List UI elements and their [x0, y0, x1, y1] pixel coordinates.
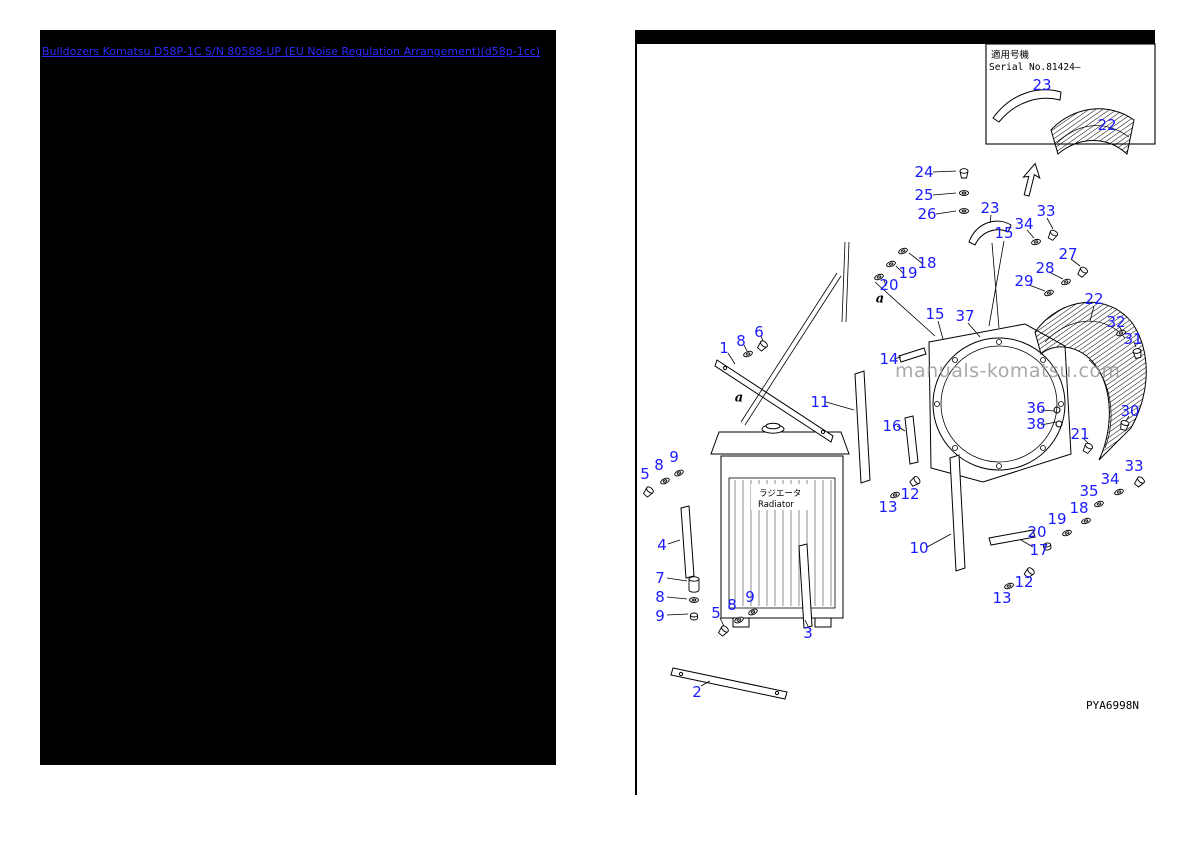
callout-8: 8: [736, 332, 746, 350]
callout-4: 4: [657, 536, 667, 554]
callout-21: 21: [1070, 425, 1089, 443]
callout-9: 9: [745, 588, 755, 606]
mounting-brackets: [670, 220, 1036, 700]
callout-16: 16: [882, 417, 901, 435]
callout-30: 30: [1120, 402, 1139, 420]
callout-22: 22: [1097, 116, 1116, 134]
serial-number: Serial No.81424―: [989, 62, 1081, 73]
callout-34: 34: [1014, 215, 1033, 233]
callout-15: 15: [925, 305, 944, 323]
callout-6: 6: [754, 323, 764, 341]
callout-letter-a: a: [735, 391, 743, 406]
callout-19: 19: [1047, 510, 1066, 528]
callout-13: 13: [878, 498, 897, 516]
callout-29: 29: [1014, 272, 1033, 290]
watermark: manuals-komatsu.com: [895, 360, 1121, 382]
collar: [688, 576, 700, 593]
callout-8: 8: [727, 596, 737, 614]
leader-lines: [666, 170, 1137, 687]
callout-12: 12: [900, 485, 919, 503]
fasteners: [641, 168, 1146, 638]
left-image-panel: Bulldozers Komatsu D58P-1C S/N 80588-UP …: [40, 30, 556, 765]
callout-letter-a: a: [876, 292, 884, 307]
radiator: [710, 422, 850, 628]
callout-19: 19: [898, 264, 917, 282]
callout-20: 20: [879, 276, 898, 294]
callout-20: 20: [1027, 523, 1046, 541]
callout-23: 23: [980, 199, 999, 217]
callout-10: 10: [909, 539, 928, 557]
callout-12: 12: [1014, 573, 1033, 591]
callout-37: 37: [955, 307, 974, 325]
fan-guard-upper: [992, 89, 1135, 155]
callout-33: 33: [1036, 202, 1055, 220]
callout-13: 13: [992, 589, 1011, 607]
callout-36: 36: [1026, 399, 1045, 417]
callout-26: 26: [917, 205, 936, 223]
callout-25: 25: [914, 186, 933, 204]
callout-3: 3: [803, 624, 813, 642]
callout-8: 8: [654, 456, 664, 474]
diagram-top-bar: [637, 30, 1155, 44]
callout-18: 18: [917, 254, 936, 272]
callout-22: 22: [1084, 290, 1103, 308]
parts-diagram: 適用号機 Serial No.81424―: [637, 30, 1156, 712]
callout-24: 24: [914, 163, 933, 181]
callout-18: 18: [1069, 499, 1088, 517]
callout-33: 33: [1124, 457, 1143, 475]
parts-page-link[interactable]: Bulldozers Komatsu D58P-1C S/N 80588-UP …: [42, 45, 541, 58]
callout-14: 14: [879, 350, 898, 368]
fan-guard: [1034, 301, 1147, 461]
callout-1: 1: [719, 339, 729, 357]
callout-28: 28: [1035, 259, 1054, 277]
callout-9: 9: [669, 448, 679, 466]
page-divider-line: [635, 30, 637, 795]
callout-8: 8: [655, 588, 665, 606]
radiator-label-en: Radiator: [758, 500, 794, 510]
parts-diagram-area: 適用号機 Serial No.81424―: [637, 30, 1157, 795]
callout-11: 11: [810, 393, 829, 411]
callout-5: 5: [711, 604, 721, 622]
direction-arrow: [1022, 162, 1041, 197]
callout-5: 5: [640, 465, 650, 483]
callout-35: 35: [1079, 482, 1098, 500]
callout-7: 7: [655, 569, 665, 587]
callout-15: 15: [994, 224, 1013, 242]
serial-box-label: 適用号機: [991, 49, 1030, 61]
callout-23: 23: [1032, 76, 1051, 94]
callout-9: 9: [655, 607, 665, 625]
callout-31: 31: [1123, 330, 1142, 348]
radiator-label-jp: ラジエータ: [759, 489, 801, 499]
callout-27: 27: [1058, 245, 1077, 263]
callout-38: 38: [1026, 415, 1045, 433]
callout-32: 32: [1106, 313, 1125, 331]
figure-code: PYA6998N: [1086, 699, 1139, 712]
callout-34: 34: [1100, 470, 1119, 488]
fan-shroud: [928, 323, 1072, 483]
callout-2: 2: [692, 683, 702, 701]
callout-17: 17: [1029, 541, 1048, 559]
